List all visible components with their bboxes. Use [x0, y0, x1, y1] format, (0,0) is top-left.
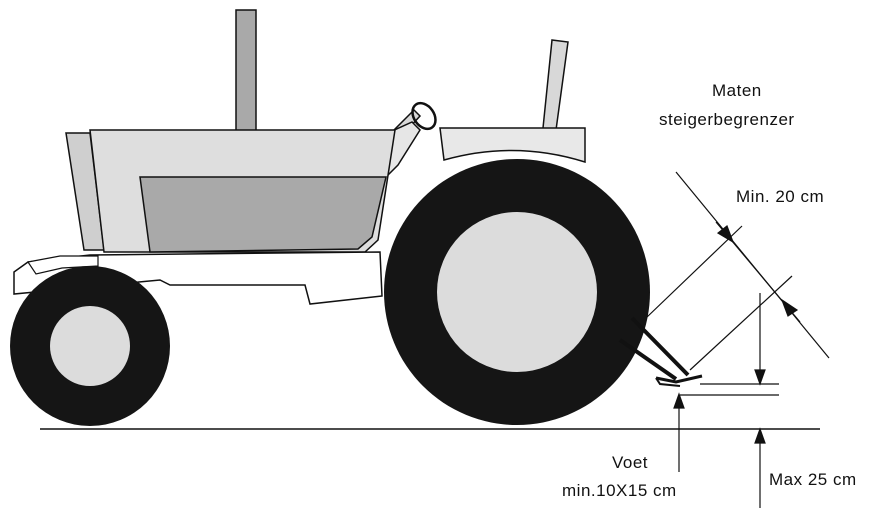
- seat-backrest: [542, 39, 569, 131]
- title-line-2: steigerbegrenzer: [659, 110, 795, 129]
- rear-wheel-hub: [437, 212, 597, 372]
- front-wheel-hub: [50, 306, 130, 386]
- max-height-arrowhead-up: [754, 427, 766, 444]
- min-distance-arrowhead-top: [716, 225, 735, 244]
- max-height-label: Max 25 cm: [769, 470, 857, 489]
- max-height-arrowhead-down: [754, 369, 766, 386]
- exhaust-pipe: [235, 9, 257, 133]
- min-distance-label: Min. 20 cm: [736, 187, 824, 206]
- steering-wheel: [411, 101, 437, 131]
- wheelie-bar-upper-arm: [630, 316, 690, 377]
- min-distance-arrowhead-bottom: [780, 298, 799, 317]
- wheelie-bar-foot: [655, 374, 703, 384]
- foot-label-line-2: min.10X15 cm: [562, 481, 677, 500]
- extension-line-upper: [645, 225, 743, 319]
- foot-pointer-arrowhead: [673, 392, 685, 409]
- title-line-1: Maten: [712, 81, 762, 100]
- extension-line-lower: [689, 275, 793, 371]
- dimension-lines: [645, 171, 830, 508]
- front-axle-bracket: [26, 255, 99, 275]
- side-panel: [139, 176, 387, 253]
- wheelie-bar-foot-tip: [655, 377, 681, 387]
- tractor: [10, 9, 650, 426]
- wheelie-bar-lower-arm: [618, 338, 678, 381]
- foot-label-line-1: Voet: [612, 453, 648, 472]
- rear-fender: [439, 127, 586, 164]
- wheelie-bar: [618, 316, 703, 387]
